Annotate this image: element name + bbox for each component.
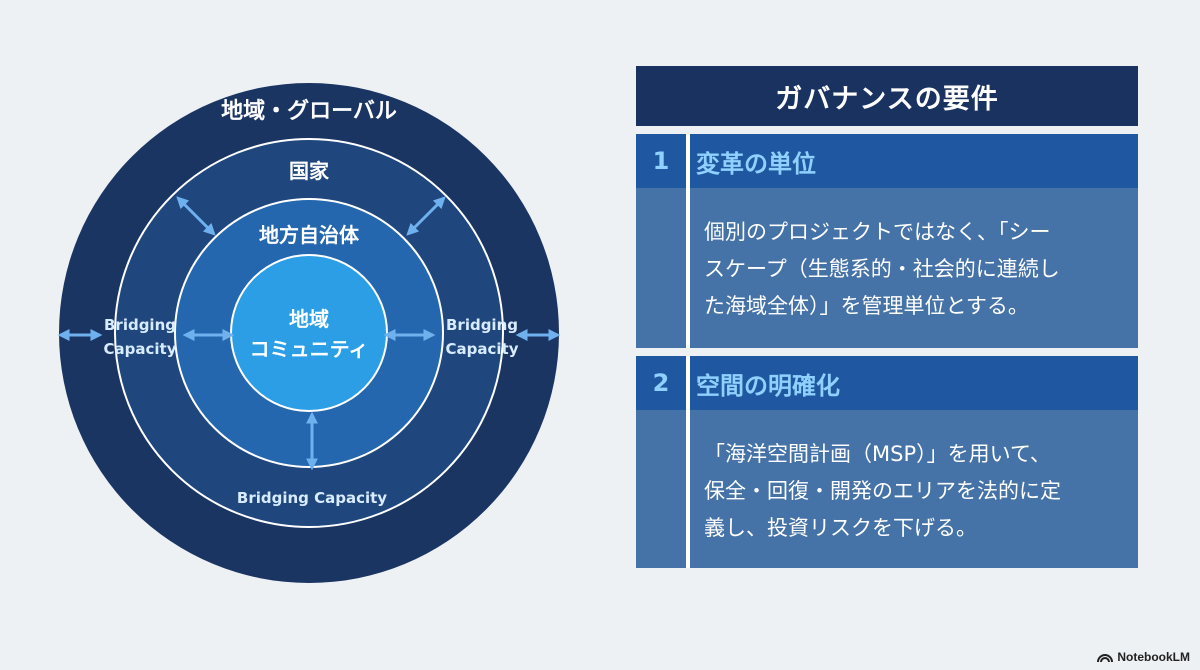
requirement-title: 空間の明確化 — [696, 371, 840, 400]
local-government-label: 地方自治体 — [259, 223, 360, 247]
community-label-line1: 地域 — [289, 307, 329, 331]
community-core — [230, 254, 388, 412]
branding: NotebookLM — [1097, 650, 1190, 664]
bridge-arrow-top-left — [176, 196, 216, 236]
requirement-number: 2 — [652, 369, 670, 397]
requirement-item-2: 2 空間の明確化 「海洋空間計画（MSP）」を用いて、 保全・回復・開発のエリア… — [636, 356, 1138, 568]
bridging-label-right-line1: Bridging — [446, 316, 518, 334]
branding-text: NotebookLM — [1117, 650, 1190, 664]
bridging-label-right-line2: Capacity — [446, 340, 519, 358]
description-line: スケープ（生態系的・社会的に連続し — [704, 257, 1060, 281]
community-label-line2: コミュニティ — [250, 337, 369, 361]
requirement-title: 変革の単位 — [696, 149, 816, 178]
item-divider — [686, 134, 690, 348]
requirement-header: 1 変革の単位 — [636, 134, 1138, 188]
bridging-label-left-line1: Bridging — [104, 316, 176, 334]
description-line: 保全・回復・開発のエリアを法的に定 — [704, 479, 1061, 503]
requirement-header: 2 空間の明確化 — [636, 356, 1138, 410]
requirement-number: 1 — [652, 147, 670, 175]
description-line: 個別のプロジェクトではなく、「シー — [704, 220, 1051, 244]
national-label: 国家 — [289, 159, 330, 183]
item-divider — [686, 356, 690, 568]
governance-levels-diagram: 地域・グローバル 国家 地方自治体 地域 コミュニティ Bridging Cap… — [57, 83, 561, 583]
requirement-item-1: 1 変革の単位 個別のプロジェクトではなく、「シー スケープ（生態系的・社会的に… — [636, 134, 1138, 348]
requirement-description: 個別のプロジェクトではなく、「シー スケープ（生態系的・社会的に連続し た海域全… — [636, 188, 1138, 348]
bridging-label-left-line2: Capacity — [104, 340, 177, 358]
requirement-description: 「海洋空間計画（MSP）」を用いて、 保全・回復・開発のエリアを法的に定 義し、… — [636, 410, 1138, 568]
bridge-arrow-top-right — [406, 196, 446, 236]
description-line: 義し、投資リスクを下げる。 — [704, 516, 977, 540]
panel-title: ガバナンスの要件 — [636, 66, 1138, 126]
description-line: 「海洋空間計画（MSP）」を用いて、 — [704, 442, 1051, 466]
global-label: 地域・グローバル — [221, 98, 397, 124]
bridging-label-bottom: Bridging Capacity — [237, 489, 387, 507]
notebooklm-logo-icon — [1097, 654, 1114, 663]
governance-requirements-panel: ガバナンスの要件 1 変革の単位 個別のプロジェクトではなく、「シー スケープ（… — [636, 66, 1138, 568]
description-line: た海域全体）」を管理単位とする。 — [704, 294, 1029, 318]
